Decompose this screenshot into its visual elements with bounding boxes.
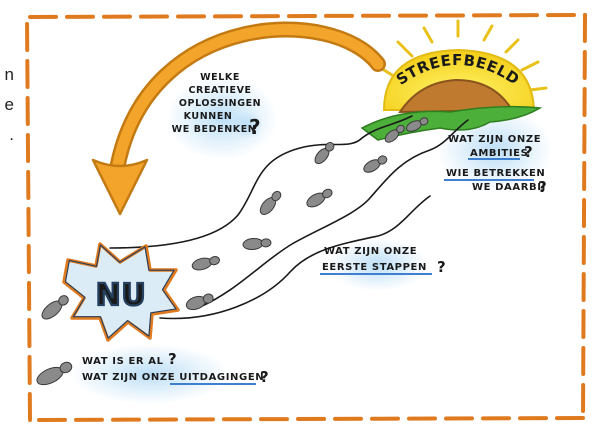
- svg-text:WAT ZIJN ONZE UITDAGINGEN: WAT ZIJN ONZE UITDAGINGEN: [82, 372, 264, 383]
- svg-text:WELKE CREATIEVE OP: WELKE CREATIEVE OPLOSSINGEN KUNNEN WE BE…: [172, 72, 266, 135]
- horizon-hill: [398, 78, 514, 114]
- note-line: WE DAARBIJ: [472, 182, 546, 193]
- grass: [360, 105, 543, 141]
- edge-char: n: [4, 65, 14, 84]
- now-burst: NU: [62, 242, 180, 342]
- footprint: [314, 142, 335, 165]
- footprints: [36, 117, 429, 386]
- edge-text-fragment: n e .: [0, 60, 14, 150]
- question-mark: ?: [437, 258, 446, 276]
- note-line: WAT ZIJN ONZE: [448, 134, 541, 145]
- footprint: [191, 256, 220, 271]
- curved-arrow: [91, 21, 386, 216]
- svg-text:WAT IS ER AL: WAT IS ER AL: [82, 356, 164, 367]
- note-line: OPLOSSINGEN: [179, 98, 261, 109]
- note-line: EERSTE STAPPEN: [322, 262, 427, 273]
- note-line: WAT ZIJN ONZE: [324, 246, 417, 257]
- note-ambitions: WAT ZIJN ONZE AMBITIES ?: [448, 134, 545, 161]
- note-line: WAT IS ER AL: [82, 356, 164, 367]
- note-involve: WIE BETREKKEN WE DAARBIJ ?: [444, 168, 549, 196]
- footprint: [185, 293, 214, 311]
- question-mark: ?: [260, 368, 269, 386]
- svg-text:WAT ZIJN ONZE EERSTE STA: WAT ZIJN ONZE EERSTE STAPPEN: [322, 246, 427, 273]
- edge-char: e: [4, 95, 14, 114]
- now-label: NU: [96, 278, 147, 313]
- note-line: WIE BETREKKEN: [446, 168, 545, 179]
- question-mark: ?: [538, 178, 547, 196]
- question-mark: ?: [168, 350, 177, 368]
- note-line: WAT ZIJN ONZE UITDAGINGEN: [82, 372, 264, 383]
- footprint: [406, 117, 429, 132]
- note-first-steps: WAT ZIJN ONZE EERSTE STAPPEN ?: [320, 246, 446, 276]
- svg-text:WAT ZIJN ONZE AMBITIES: WAT ZIJN ONZE AMBITIES: [448, 134, 545, 159]
- svg-text:WIE BETREKKEN WE DAARBIJ: WIE BETREKKEN WE DAARBIJ: [446, 168, 549, 193]
- note-line: WELKE: [200, 72, 240, 83]
- question-mark: ?: [249, 115, 261, 139]
- winding-road: [109, 115, 469, 320]
- dashed-frame: [25, 13, 587, 422]
- edge-char: .: [9, 125, 14, 144]
- footprint: [259, 190, 282, 215]
- footprint: [242, 237, 272, 251]
- footprint: [384, 124, 405, 143]
- note-line: AMBITIES: [470, 148, 528, 159]
- note-line: WE BEDENKEN: [172, 124, 257, 135]
- note-line: CREATIEVE: [188, 85, 251, 96]
- note-current-state: WAT IS ER AL ? WAT ZIJN ONZE UITDAGINGEN…: [82, 350, 269, 386]
- question-mark: ?: [524, 143, 533, 161]
- footprint: [41, 295, 69, 320]
- note-line: KUNNEN: [184, 111, 233, 122]
- note-creative-solutions: WELKE CREATIEVE OPLOSSINGEN KUNNEN WE BE…: [172, 72, 266, 139]
- footprint: [306, 188, 333, 208]
- glow-highlights: [70, 76, 553, 404]
- footprint: [36, 361, 73, 386]
- footprint: [363, 155, 388, 173]
